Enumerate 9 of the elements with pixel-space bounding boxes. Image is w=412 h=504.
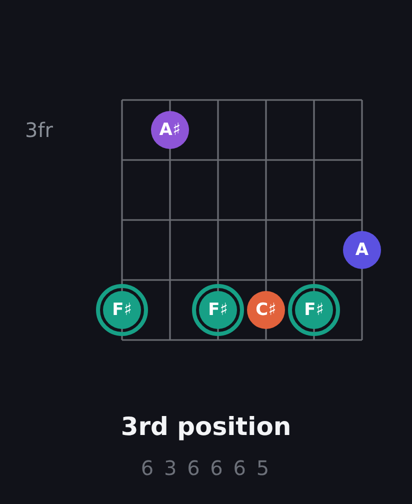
note-marker: C♯ bbox=[247, 291, 285, 329]
note-marker: A♯ bbox=[151, 111, 189, 149]
root-note-marker: F♯ bbox=[288, 284, 340, 336]
note-marker: A bbox=[343, 231, 381, 269]
root-note-marker: F♯ bbox=[192, 284, 244, 336]
chart-title: 3rd position bbox=[120, 412, 292, 441]
fret-number-label: 3fr bbox=[25, 118, 53, 142]
root-note-marker: F♯ bbox=[96, 284, 148, 336]
string-fret-numbers: 6 3 6 6 6 5 bbox=[140, 456, 272, 480]
